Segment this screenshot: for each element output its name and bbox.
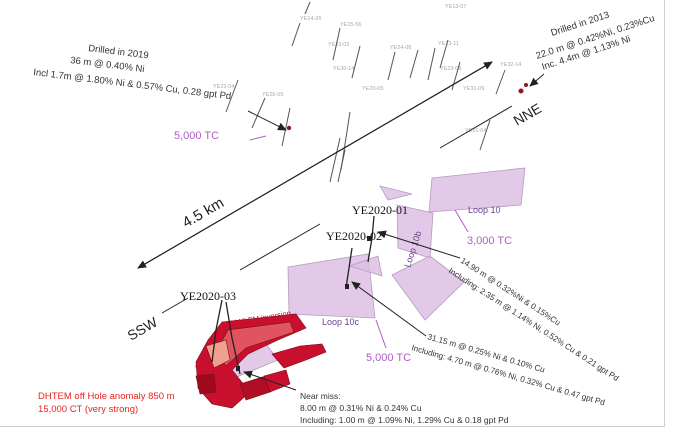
annotation-dhtem: DHTEM off Hole anomaly 850 m 15,000 CT (… bbox=[38, 391, 175, 415]
hole-ye2020-02-trace bbox=[345, 247, 353, 289]
intercept-01-line1: 14.90 m @ 0.32%Ni & 0.15%Cu bbox=[459, 256, 562, 328]
drillhole-intercepts bbox=[236, 236, 371, 371]
hole-ye2020-03-label: YE2020-03 bbox=[180, 289, 236, 303]
loop10-plate bbox=[428, 167, 526, 213]
tc-label-top-left: 5,000 TC bbox=[174, 130, 219, 142]
background-hole-pierce-points bbox=[286, 83, 528, 131]
dhtem-line1: DHTEM off Hole anomaly 850 m bbox=[38, 391, 175, 402]
bg-hole-label: YE14-26 bbox=[300, 16, 321, 22]
tc-label-bottom: 5,000 TC bbox=[366, 352, 411, 364]
pointer-arrows bbox=[243, 73, 545, 391]
bearing-ssw: SSW bbox=[125, 313, 161, 343]
background-drillhole-labels: YE14-26 YE15-56 YE13-07 YE23-02 YE24-08 … bbox=[213, 4, 521, 134]
hole-ye2020-01-label: YE2020-01 bbox=[352, 203, 408, 217]
bg-hole-label: YE26-05 bbox=[262, 92, 283, 98]
loop10c-label: Loop 10c bbox=[322, 317, 360, 327]
dhtem-line2: 15,000 CT (very strong) bbox=[38, 404, 138, 415]
bg-hole-label: YE13-11 bbox=[438, 41, 459, 47]
bg-hole-label: YE32-14 bbox=[500, 62, 521, 68]
annotation-drilled-2019: Drilled in 2019 36 m @ 0.40% Ni Incl 1.7… bbox=[33, 43, 232, 102]
loop10-label: Loop 10 bbox=[468, 205, 501, 215]
distance-scale-arrow bbox=[137, 61, 493, 269]
bg-hole-label: YE20-05 bbox=[362, 86, 383, 92]
bg-hole-label: YE24-08 bbox=[390, 45, 411, 51]
tc-label-mid: 3,000 TC bbox=[467, 235, 512, 247]
hole-ye2020-02-label: YE2020-02 bbox=[326, 229, 382, 243]
hole-ye2020-03-trace bbox=[211, 299, 223, 363]
bg-hole-label: YE31-04 bbox=[465, 128, 486, 134]
near-miss-line1: Near miss: bbox=[300, 391, 341, 401]
bg-hole-label: YE23-02 bbox=[328, 42, 349, 48]
bearing-nne: NNE bbox=[511, 100, 545, 129]
figure-frame bbox=[0, 0, 665, 427]
drillhole-traces-2020 bbox=[211, 215, 375, 375]
plate-right bbox=[391, 255, 465, 321]
annotation-near-miss: Near miss: 8.00 m @ 0.31% Ni & 0.24% Cu … bbox=[300, 391, 509, 425]
bg-hole-label: YE15-56 bbox=[340, 22, 361, 28]
near-miss-line3: Including: 1.00 m @ 1.09% Ni, 1.29% Cu &… bbox=[300, 415, 509, 425]
bg-hole-label: YE31-09 bbox=[463, 86, 484, 92]
distance-label: 4.5 km bbox=[180, 194, 227, 231]
loop10c-plate bbox=[287, 253, 376, 319]
plate-small bbox=[379, 185, 413, 201]
section-line bbox=[161, 105, 513, 314]
hole-ye2020-01-trace bbox=[367, 215, 375, 263]
bg-hole-label: YE30-14 bbox=[333, 66, 354, 72]
background-drillhole-traces bbox=[225, 1, 506, 183]
tc-pointer-arrows bbox=[249, 135, 469, 349]
near-miss-line2: 8.00 m @ 0.31% Ni & 0.24% Cu bbox=[300, 403, 422, 413]
annotation-intercept-ye2020-02: 31.15 m @ 0.25% Ni & 0.10% Cu Including:… bbox=[410, 332, 606, 407]
plate-mid bbox=[348, 255, 383, 277]
annotation-drilled-2013: Drilled in 2013 22.0 m @ 0.42%Ni, 0.23%C… bbox=[535, 10, 657, 73]
bg-hole-label: YE13-07 bbox=[445, 4, 466, 10]
bg-hole-label: YE23-09 bbox=[440, 66, 461, 72]
bg-hole-label: YE22-04 bbox=[213, 84, 234, 90]
